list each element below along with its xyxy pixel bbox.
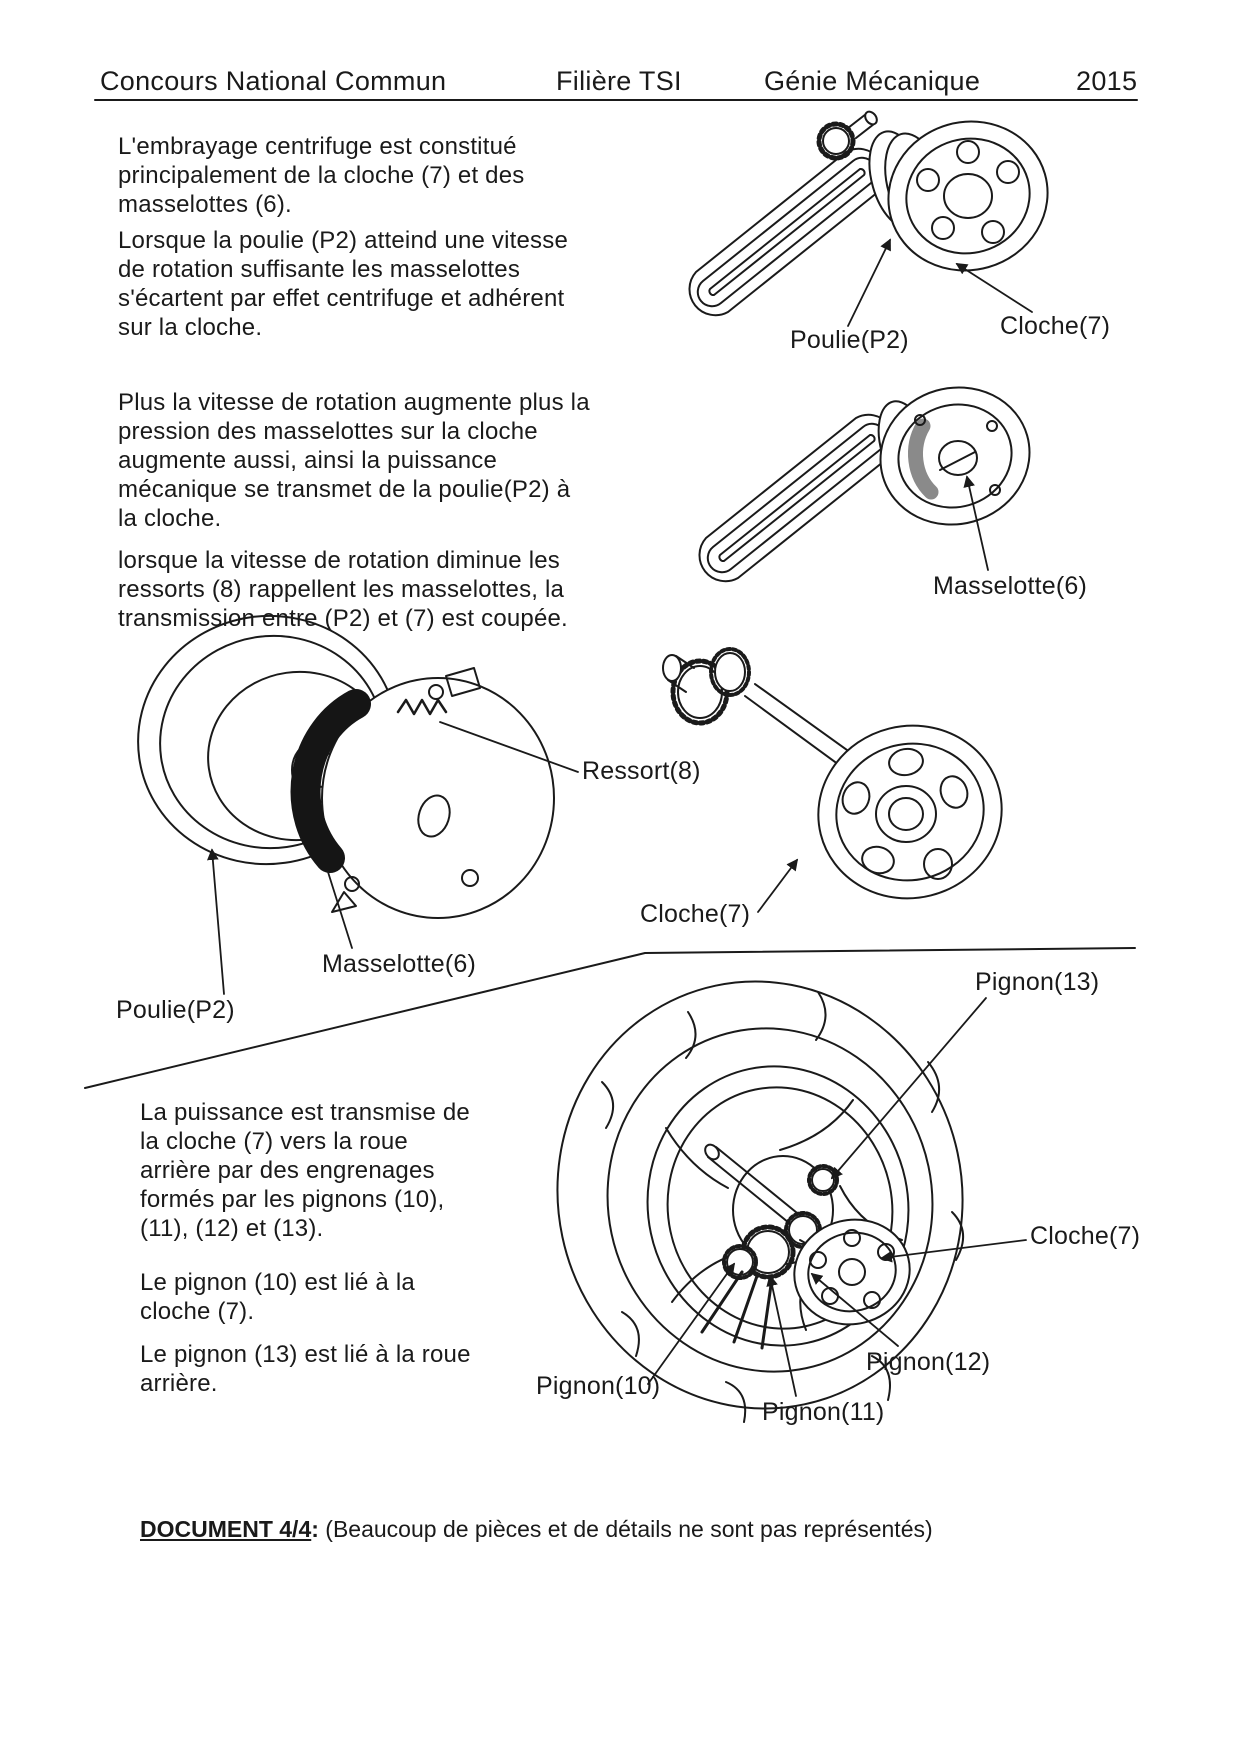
leader-lines bbox=[206, 238, 1033, 1397]
section-divider bbox=[84, 947, 1136, 1089]
label-cloche-7-wheel: Cloche(7) bbox=[1030, 1222, 1141, 1250]
label-pignon-10: Pignon(10) bbox=[536, 1372, 661, 1400]
label-pignon-12: Pignon(12) bbox=[866, 1348, 991, 1376]
leader-ressort-8 bbox=[439, 721, 579, 773]
transmission-paragraph-3: Le pignon (13) est lié à la roue arrière… bbox=[140, 1341, 471, 1398]
leader-cloche-7-wheel bbox=[880, 1239, 1027, 1263]
figure-pulley-clutch-exploded bbox=[137, 614, 555, 919]
label-masselotte-6-exploded: Masselotte(6) bbox=[322, 950, 477, 978]
header-exam-title: Concours National Commun bbox=[100, 66, 447, 96]
leader-masselotte-6-side bbox=[963, 475, 989, 571]
leader-masselotte-6-exploded bbox=[327, 871, 353, 949]
header-year: 2015 bbox=[1076, 66, 1138, 96]
label-cloche-7-top: Cloche(7) bbox=[1000, 312, 1111, 340]
document-footer: DOCUMENT 4/4: (Beaucoup de pièces et de … bbox=[140, 1516, 933, 1543]
leader-cloche-7-top bbox=[955, 263, 1033, 313]
label-cloche-7-mid: Cloche(7) bbox=[640, 900, 751, 928]
intro-paragraph-3: Plus la vitesse de rotation augmente plu… bbox=[118, 389, 590, 533]
leader-pignon-10 bbox=[647, 1262, 736, 1385]
label-masselotte-6-side: Masselotte(6) bbox=[933, 572, 1088, 600]
intro-paragraph-1: L'embrayage centrifuge est constitué pri… bbox=[118, 133, 525, 219]
figure-belt-clutch-masselotte-view bbox=[698, 386, 1031, 583]
intro-paragraph-4: lorsque la vitesse de rotation diminue l… bbox=[118, 547, 568, 633]
header-subject: Génie Mécanique bbox=[764, 66, 981, 96]
intro-paragraph-2: Lorsque la poulie (P2) atteind une vites… bbox=[118, 227, 569, 342]
transmission-paragraph-1: La puissance est transmise de la cloche … bbox=[140, 1099, 470, 1243]
leader-poulie-p2-exploded bbox=[206, 848, 225, 995]
leader-pignon-11 bbox=[766, 1274, 797, 1397]
leader-pignon-13 bbox=[830, 997, 987, 1180]
header-track: Filière TSI bbox=[556, 66, 682, 96]
label-pignon-13: Pignon(13) bbox=[975, 968, 1100, 996]
label-poulie-p2-exploded: Poulie(P2) bbox=[116, 996, 235, 1024]
figure-belt-clutch-assembled bbox=[688, 110, 1049, 317]
leader-pignon-12 bbox=[810, 1272, 899, 1347]
leader-cloche-7-mid bbox=[757, 858, 799, 913]
footer-colon: : bbox=[311, 1516, 319, 1542]
label-pignon-11: Pignon(11) bbox=[762, 1398, 885, 1426]
label-poulie-p2-top: Poulie(P2) bbox=[790, 326, 909, 354]
footer-doc-label: DOCUMENT 4/4 bbox=[140, 1516, 312, 1542]
figure-rear-wheel-gears bbox=[556, 980, 964, 1423]
leader-poulie-p2-top bbox=[847, 238, 891, 327]
footer-note: (Beaucoup de pièces et de détails ne son… bbox=[318, 1516, 933, 1542]
transmission-paragraph-2: Le pignon (10) est lié à la cloche (7). bbox=[140, 1269, 415, 1326]
label-ressort-8: Ressort(8) bbox=[582, 757, 701, 785]
figure-shaft-cloche bbox=[662, 647, 1003, 900]
